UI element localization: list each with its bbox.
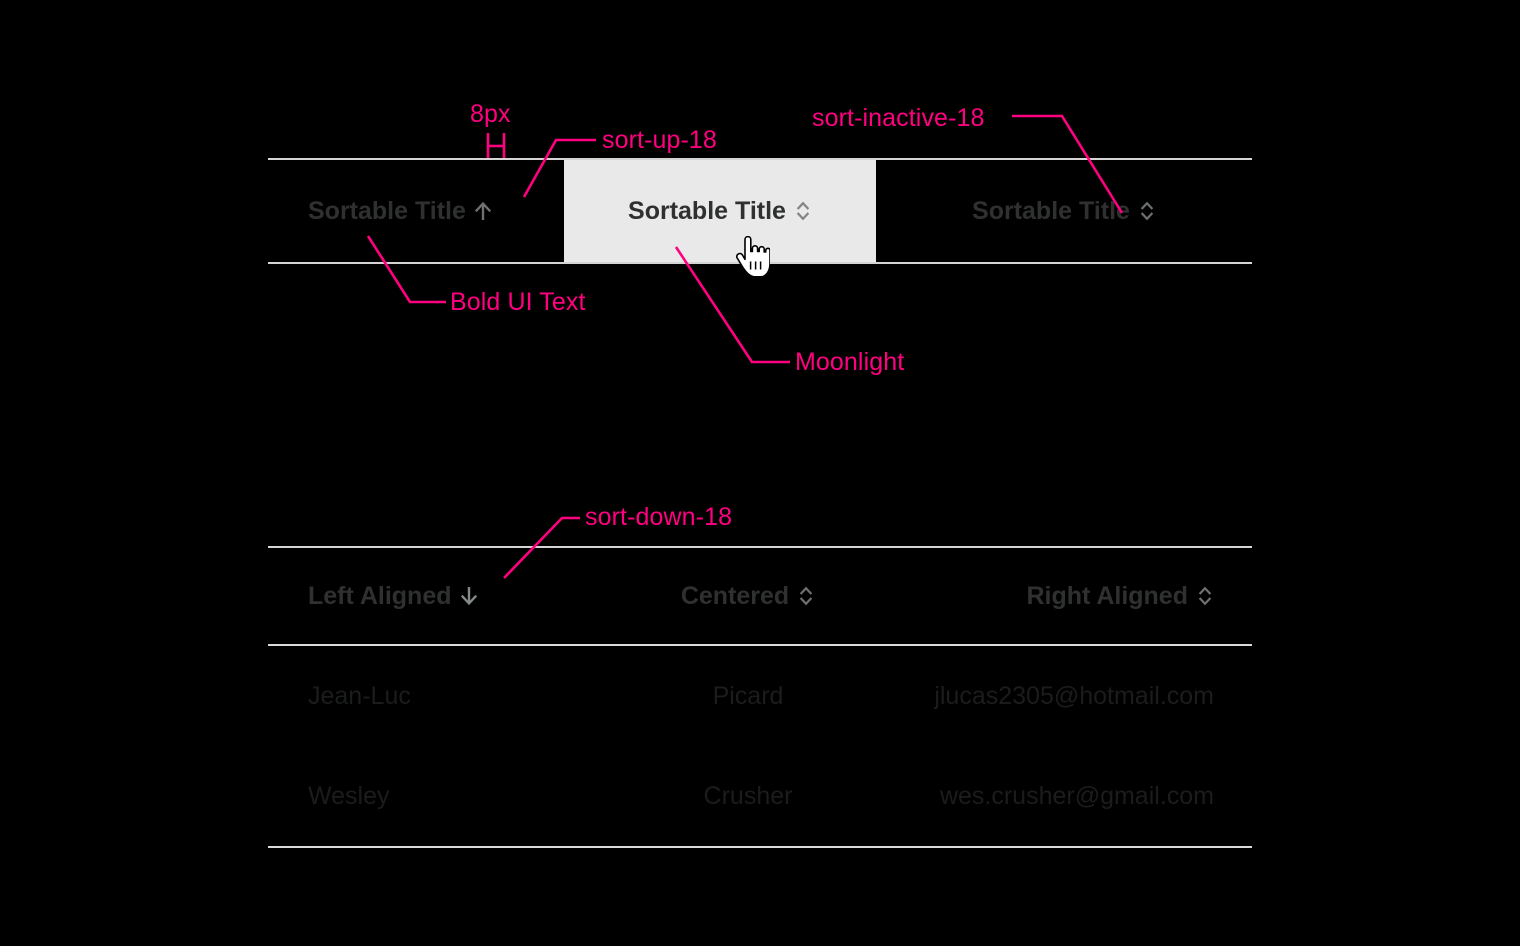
header-row: Sortable Title Sortable Title (268, 160, 1252, 262)
sort-inactive-icon[interactable] (1196, 585, 1214, 607)
header-label-left-aligned: Left Aligned (308, 581, 452, 610)
table-row[interactable]: Jean-Luc Picard jlucas2305@hotmail.com (268, 646, 1252, 746)
header-cell-sortable-1[interactable]: Sortable Title (268, 160, 564, 262)
sort-inactive-icon[interactable] (1138, 200, 1156, 222)
sort-inactive-icon[interactable] (794, 200, 812, 222)
table-row[interactable]: Wesley Crusher wes.crusher@gmail.com (268, 746, 1252, 846)
header-cell-right-aligned[interactable]: Right Aligned (898, 548, 1252, 644)
sort-up-icon[interactable] (474, 200, 492, 222)
cell-last-name: Picard (712, 681, 784, 710)
header-label-2: Sortable Title (628, 196, 786, 225)
cell-email: wes.crusher@gmail.com (939, 781, 1214, 810)
table-header-sample: Sortable Title Sortable Title (268, 158, 1252, 264)
header-label-right-aligned: Right Aligned (1026, 581, 1188, 610)
table2-bottom-rule (268, 846, 1252, 848)
header-label-1: Sortable Title (308, 196, 466, 225)
header-label-3: Sortable Title (972, 196, 1130, 225)
header-cell-sortable-3[interactable]: Sortable Title (876, 160, 1252, 262)
cell-first-name: Wesley (308, 781, 390, 810)
pointer-hand-cursor (735, 235, 771, 280)
table-alignment-demo: Left Aligned Centered (268, 546, 1252, 848)
header-cell-sortable-2[interactable]: Sortable Title (564, 160, 876, 262)
annotation-label-moonlight: Moonlight (795, 348, 905, 376)
header-row-2: Left Aligned Centered (268, 548, 1252, 644)
cell-email: jlucas2305@hotmail.com (934, 681, 1214, 710)
annotation-label-sort-down: sort-down-18 (585, 503, 733, 531)
annotation-label-sort-up: sort-up-18 (602, 126, 717, 154)
annotation-label-sort-inactive: sort-inactive-18 (812, 104, 985, 132)
table-top-rule (268, 158, 1252, 160)
table2-header-bottom-rule (268, 644, 1252, 646)
cell-first-name: Jean-Luc (308, 681, 411, 710)
sort-inactive-icon[interactable] (797, 585, 815, 607)
header-label-centered: Centered (680, 581, 790, 610)
table2-top-rule (268, 546, 1252, 548)
header-cell-centered[interactable]: Centered (598, 548, 898, 644)
sort-down-icon[interactable] (460, 585, 478, 607)
leader-moonlight (674, 246, 790, 364)
header-cell-left-aligned[interactable]: Left Aligned (268, 548, 598, 644)
cell-last-name: Crusher (703, 781, 793, 810)
annotation-label-spacing: 8px (470, 100, 511, 128)
annotation-label-bold-ui-text: Bold UI Text (450, 288, 586, 316)
